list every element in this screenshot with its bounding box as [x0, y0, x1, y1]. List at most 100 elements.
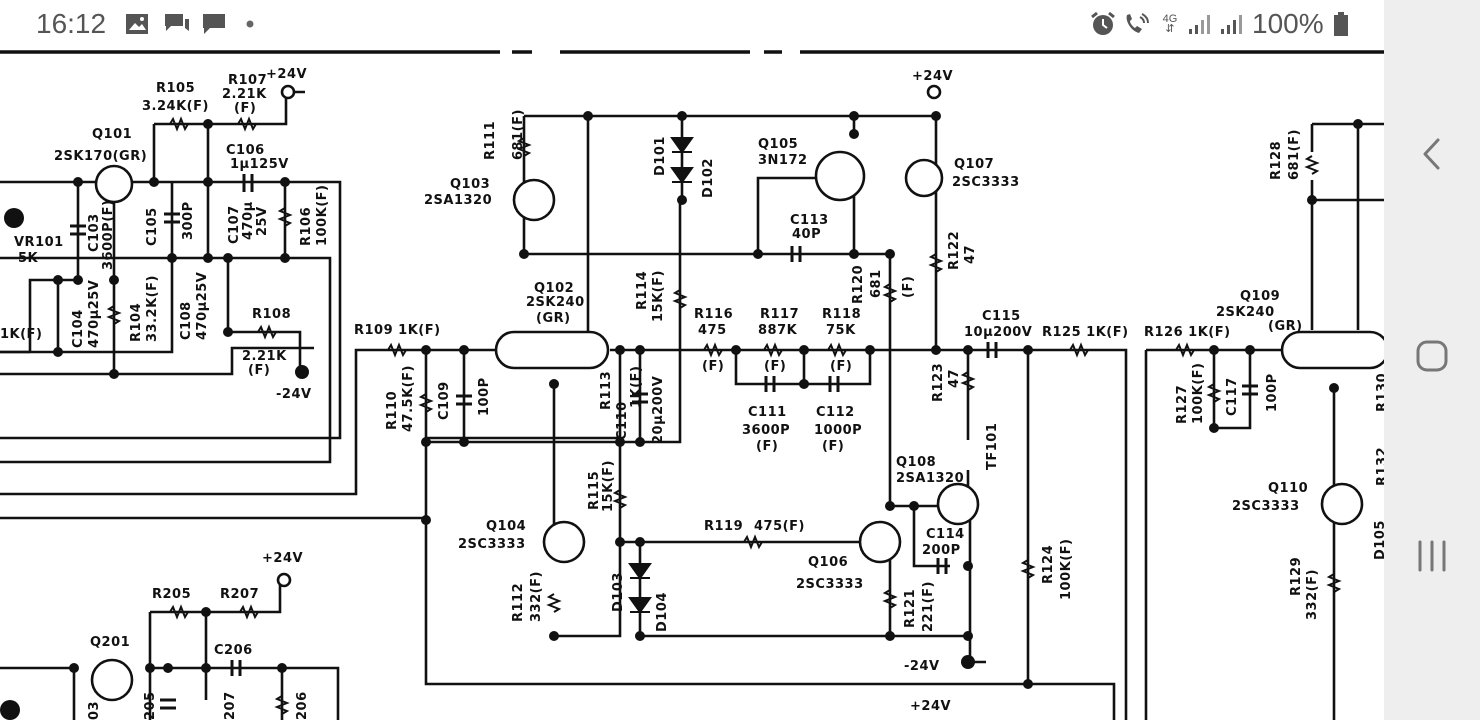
label-D104: D104 [655, 592, 670, 632]
label-Q110-type: 2SC3333 [1232, 499, 1300, 514]
label-R112: R112 [511, 583, 526, 622]
label-Q103-type: 2SA1320 [424, 193, 492, 208]
label-R115-value: 15K(F) [601, 460, 616, 512]
label-C108: C108 [179, 301, 194, 340]
label-C111-value: 3600P [742, 423, 790, 438]
label-R128: R128 [1269, 141, 1284, 180]
label-R114: R114 [635, 271, 650, 310]
label-R106-value: 100K(F) [315, 185, 330, 246]
label-R105-value: 3.24K(F) [142, 99, 209, 114]
recents-icon [1417, 540, 1447, 577]
wifi-call-icon [1122, 12, 1152, 36]
label-R116-f: (F) [702, 359, 724, 374]
label-R119-value: 475(F) [754, 519, 805, 534]
label-Q101-type: 2SK170(GR) [54, 149, 147, 164]
signal-icon [1218, 12, 1246, 36]
label-C112: C112 [816, 405, 855, 420]
label-C206: C206 [214, 643, 253, 658]
label-C112-f: (F) [822, 439, 844, 454]
label-R104: R104 [129, 303, 144, 342]
label-R108: R108 [252, 307, 291, 322]
label-R127-value: 100K(F) [1191, 363, 1206, 424]
label-TF101: TF101 [985, 423, 1000, 470]
label-D101: D101 [653, 136, 668, 176]
label-R128-value: 681(F) [1287, 129, 1302, 180]
label-C106-value: 1µ125V [230, 157, 289, 172]
label-C109-value: 100P [477, 377, 492, 416]
label-R115: R115 [587, 471, 602, 510]
label-C111-f: (F) [756, 439, 778, 454]
label-R108-value: 2.21K [242, 349, 287, 364]
schematic-image[interactable]: R105 3.24K(F) R107 2.21K (F) +24V Q101 2… [0, 44, 1384, 720]
label-Q104: Q104 [486, 519, 526, 534]
recents-button[interactable] [1384, 518, 1480, 598]
label-Q201: Q201 [90, 635, 130, 650]
label-C115-value: 10µ200V [964, 325, 1032, 340]
label-Q102-type: 2SK240 [526, 295, 585, 310]
label-C114-value: 200P [922, 543, 961, 558]
label-Q106-type: 2SC3333 [796, 577, 864, 592]
label-R121-value: 221(F) [921, 581, 936, 632]
label-R107: R107 [228, 73, 267, 88]
label-R121: R121 [903, 589, 918, 628]
label-C107-v1: 470µ [241, 201, 256, 240]
label-Q104-type: 2SC3333 [458, 537, 526, 552]
label-C115: C115 [982, 309, 1021, 324]
label-R112-value: 332(F) [529, 571, 544, 622]
label-R132: R132 [1375, 447, 1384, 486]
message-icon [200, 12, 228, 36]
label-R122: R122 [947, 231, 962, 270]
label-R110-value: 47.5K(F) [401, 365, 416, 432]
chat-bubbles-icon [162, 12, 192, 36]
label-207: 207 [223, 691, 238, 720]
label-D105: D105 [1373, 520, 1384, 560]
label-Q109-grade: (GR) [1268, 319, 1303, 334]
label-R113-value: 1K(F) [629, 366, 644, 408]
label-C110: C110 [615, 401, 630, 440]
label-C117: C117 [1225, 377, 1240, 416]
label-R111-value: 681(F) [511, 109, 526, 160]
status-bar: 16:12 4G ⇵ 100% [0, 0, 1384, 50]
label-Q108-type: 2SA1320 [896, 471, 964, 486]
label-R107-value: 2.21K [222, 87, 267, 102]
label-R207: R207 [220, 587, 259, 602]
label-left-1k: 1K(F) [0, 327, 42, 342]
label-VR101-value: 5K [18, 251, 39, 266]
label-R109: R109 1K(F) [354, 323, 441, 338]
battery-percent: 100% [1252, 8, 1324, 39]
label-Q109: Q109 [1240, 289, 1280, 304]
label-R124-value: 100K(F) [1059, 539, 1074, 600]
label-C106: C106 [226, 143, 265, 158]
label-R117-f: (F) [764, 359, 786, 374]
label-C113: C113 [790, 213, 829, 228]
label-C105-value: 300P [181, 201, 196, 240]
label-R120-f: (F) [901, 276, 916, 298]
label-C104-value: 470µ25V [87, 280, 102, 348]
label-R114-value: 15K(F) [651, 270, 666, 322]
label-Q107-type: 2SC3333 [952, 175, 1020, 190]
label-D103: D103 [611, 572, 626, 612]
label-vplus-2: +24V [912, 69, 953, 84]
label-R119: R119 [704, 519, 743, 534]
label-206: 206 [295, 691, 310, 720]
label-R118-value: 75K [826, 323, 856, 338]
schematic-drawing: R105 3.24K(F) R107 2.21K (F) +24V Q101 2… [0, 50, 1384, 720]
label-Q108: Q108 [896, 455, 936, 470]
label-C111: C111 [748, 405, 787, 420]
label-R108-f: (F) [248, 363, 270, 378]
label-R116: R116 [694, 307, 733, 322]
label-D102: D102 [701, 158, 716, 198]
image-icon [124, 12, 150, 36]
label-R127: R127 [1175, 385, 1190, 424]
label-R124: R124 [1041, 545, 1056, 584]
label-C110-value: 20µ200V [651, 376, 666, 444]
label-R116-value: 475 [698, 323, 727, 338]
label-R117: R117 [760, 307, 799, 322]
network-type-indicator: 4G ⇵ [1162, 13, 1178, 35]
home-button[interactable] [1384, 318, 1480, 398]
label-R117-value: 887K [758, 323, 798, 338]
signal-icon [1186, 12, 1214, 36]
label-C109: C109 [437, 381, 452, 420]
back-button[interactable] [1384, 116, 1480, 196]
label-Q107: Q107 [954, 157, 994, 172]
